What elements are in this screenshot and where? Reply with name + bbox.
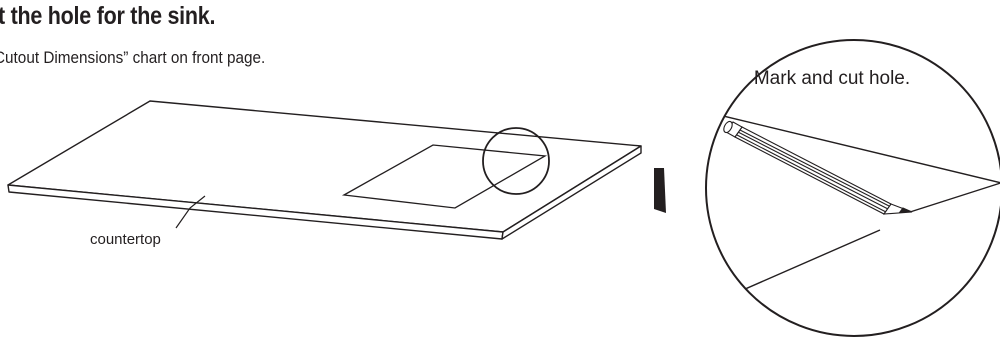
- counter-front-edge: [719, 229, 881, 301]
- pencil-icon: [723, 120, 913, 215]
- countertop-label: countertop: [90, 231, 161, 248]
- detail-callout-label: Mark and cut hole.: [754, 68, 910, 89]
- countertop-slab: [7, 100, 642, 240]
- step-instruction: Cutout Dimensions” chart on front page.: [0, 48, 266, 67]
- sink-cutout-outline: [341, 144, 548, 209]
- detail-callout-circle: [482, 127, 550, 195]
- connector-wedge: [654, 168, 666, 213]
- step-heading: t the hole for the sink.: [0, 2, 216, 30]
- detail-view: Mark and cut hole.: [705, 39, 1000, 337]
- countertop-leader-line: [175, 195, 206, 229]
- counter-back-edge: [706, 107, 1000, 186]
- countertop-side-edge: [501, 145, 642, 240]
- cut-line: [909, 179, 1000, 213]
